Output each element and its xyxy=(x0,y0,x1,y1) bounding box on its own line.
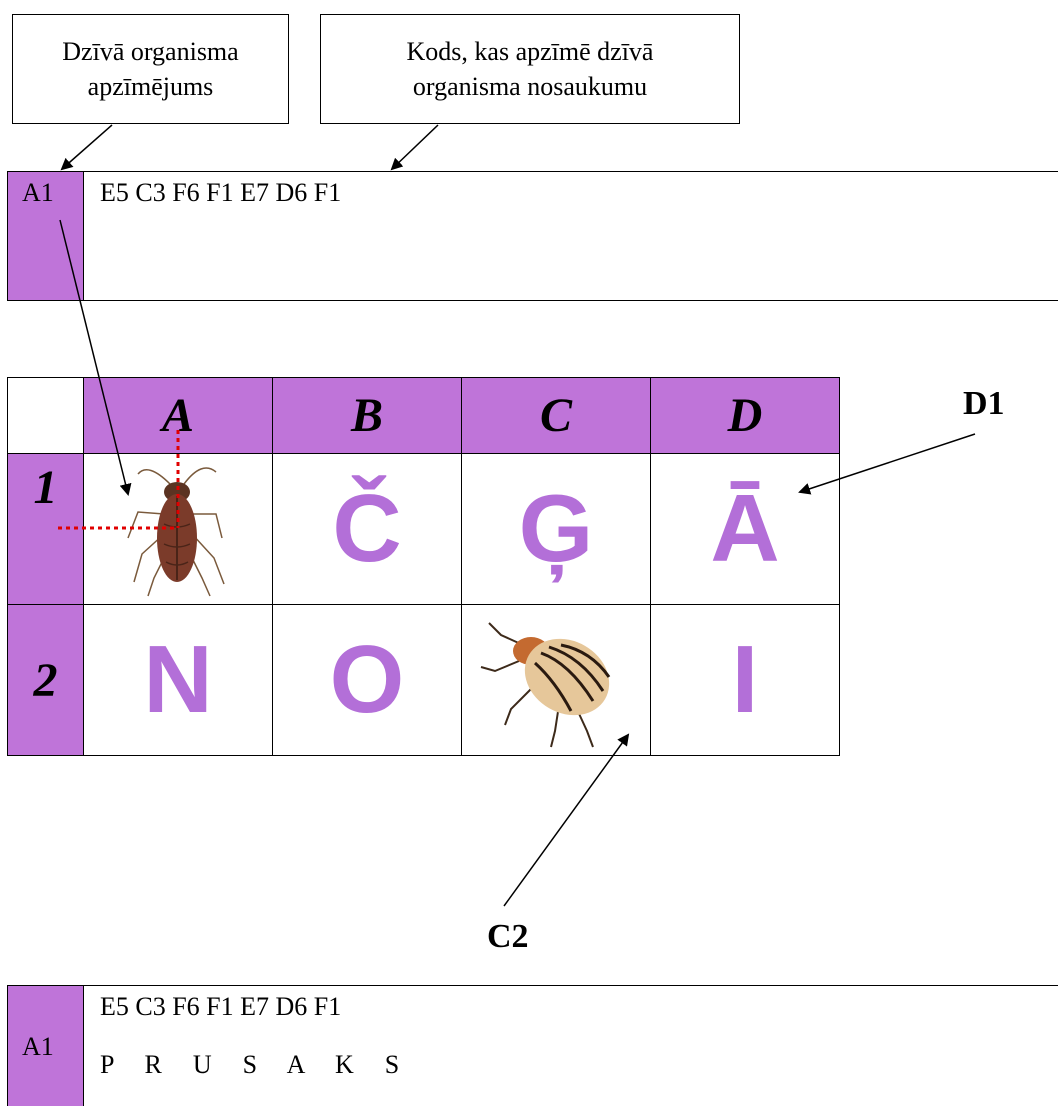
potato-beetle-icon xyxy=(480,622,611,748)
example-label: A1 xyxy=(22,178,54,207)
cell-d1-letter: Ā xyxy=(650,453,840,605)
arrow-designation xyxy=(60,124,113,171)
answer-label: A1 xyxy=(22,1032,54,1061)
cell-b2-letter: O xyxy=(272,604,462,756)
callout-designation: Dzīvā organisma apzīmējums xyxy=(12,14,289,124)
letter-grid: A B C D 1 Č Ģ Ā xyxy=(7,377,840,756)
arrow-a1-to-cell xyxy=(59,219,132,496)
cell-c1-letter: Ģ xyxy=(461,453,651,605)
example-strip: A1 E5 C3 F6 F1 E7 D6 F1 xyxy=(7,171,1058,301)
cell-c2-image xyxy=(461,604,651,756)
arrow-code xyxy=(390,124,439,171)
arrow-d1 xyxy=(798,433,976,495)
answer-decoded: P R U S A K S xyxy=(100,1050,406,1079)
answer-strip: A1 E5 C3 F6 F1 E7 D6 F1 P R U S A K S xyxy=(7,985,1058,1106)
cell-a2-letter: N xyxy=(83,604,273,756)
answer-code: E5 C3 F6 F1 E7 D6 F1 xyxy=(100,992,342,1021)
example-label-cell: A1 xyxy=(8,172,84,300)
callout-designation-text: Dzīvā organisma apzīmējums xyxy=(62,36,239,101)
example-code: E5 C3 F6 F1 E7 D6 F1 xyxy=(100,178,342,207)
column-header-c: C xyxy=(461,377,651,454)
row-header-2: 2 xyxy=(7,604,84,756)
arrow-c2 xyxy=(503,733,630,907)
callout-code-text: Kods, kas apzīmē dzīvā organisma nosauku… xyxy=(406,36,654,101)
cell-d2-letter: I xyxy=(650,604,840,756)
row-header-1: 1 xyxy=(7,453,84,605)
column-header-d: D xyxy=(650,377,840,454)
pointer-label-d1: D1 xyxy=(963,385,1005,422)
pointer-label-c2: C2 xyxy=(487,918,529,955)
answer-label-cell: A1 xyxy=(8,986,84,1106)
callout-code: Kods, kas apzīmē dzīvā organisma nosauku… xyxy=(320,14,740,124)
column-header-b: B xyxy=(272,377,462,454)
